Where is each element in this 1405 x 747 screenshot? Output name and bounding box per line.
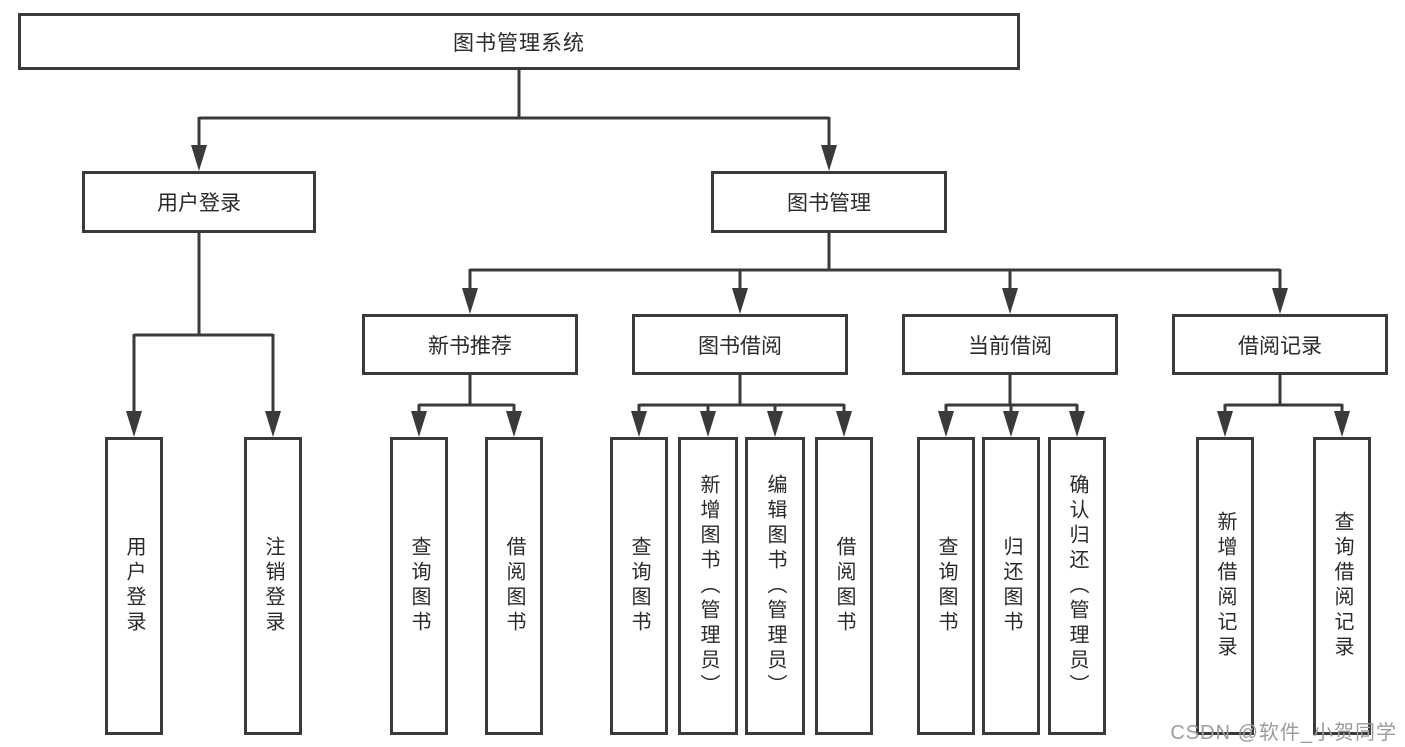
node-logout: 注销登录 xyxy=(244,437,302,735)
node-user-login: 用户登录 xyxy=(82,171,316,233)
watermark: CSDN @软件_小贺同学 xyxy=(1170,722,1397,744)
node-confirm-return-admin-label: 确认归还（管理员） xyxy=(1066,473,1088,699)
node-current-borrow: 当前借阅 xyxy=(902,314,1118,375)
node-confirm-return-admin: 确认归还（管理员） xyxy=(1048,437,1106,735)
node-add-book-admin: 新增图书（管理员） xyxy=(678,437,738,735)
node-user-login-action-label: 用户登录 xyxy=(123,536,145,636)
node-query-books-borrow-label: 查询图书 xyxy=(628,536,650,636)
node-query-borrow-record-label: 查询借阅记录 xyxy=(1331,511,1353,661)
node-query-books-current: 查询图书 xyxy=(917,437,975,735)
node-borrow-books-borrow-label: 借阅图书 xyxy=(833,536,855,636)
node-add-book-admin-label: 新增图书（管理员） xyxy=(697,473,719,699)
node-borrow-books-new-label: 借阅图书 xyxy=(503,536,525,636)
node-book-management: 图书管理 xyxy=(711,171,947,233)
connectors-user-login xyxy=(126,233,281,437)
node-edit-book-admin: 编辑图书（管理员） xyxy=(745,437,805,735)
node-borrow-records-label: 借阅记录 xyxy=(1238,334,1322,358)
node-logout-label: 注销登录 xyxy=(262,536,284,636)
connectors-borrow-records xyxy=(1217,375,1350,437)
node-book-management-label: 图书管理 xyxy=(787,192,871,215)
node-query-books-current-label: 查询图书 xyxy=(935,536,957,636)
node-edit-book-admin-label: 编辑图书（管理员） xyxy=(764,473,786,699)
node-root-label: 图书管理系统 xyxy=(453,31,585,55)
node-borrow-books-borrow: 借阅图书 xyxy=(815,437,873,735)
node-borrow-books-new: 借阅图书 xyxy=(485,437,543,735)
connectors-current-borrow xyxy=(938,375,1085,437)
node-query-books-new-label: 查询图书 xyxy=(408,536,430,636)
node-return-books-label: 归还图书 xyxy=(1000,536,1022,636)
connectors-new-books xyxy=(411,375,522,437)
node-query-borrow-record: 查询借阅记录 xyxy=(1313,437,1371,735)
node-return-books: 归还图书 xyxy=(982,437,1040,735)
node-new-book-recommend-label: 新书推荐 xyxy=(428,334,512,358)
node-add-borrow-record: 新增借阅记录 xyxy=(1196,437,1254,735)
connectors-book-management xyxy=(462,233,1288,314)
node-add-borrow-record-label: 新增借阅记录 xyxy=(1214,511,1236,661)
node-book-borrow-label: 图书借阅 xyxy=(698,334,782,358)
node-query-books-new: 查询图书 xyxy=(390,437,448,735)
node-root: 图书管理系统 xyxy=(18,13,1020,70)
connectors-book-borrow xyxy=(631,375,852,437)
node-user-login-action: 用户登录 xyxy=(105,437,163,735)
node-borrow-records: 借阅记录 xyxy=(1172,314,1388,375)
connectors-root xyxy=(191,70,837,171)
node-query-books-borrow: 查询图书 xyxy=(610,437,668,735)
node-book-borrow: 图书借阅 xyxy=(632,314,848,375)
node-current-borrow-label: 当前借阅 xyxy=(968,334,1052,358)
node-new-book-recommend: 新书推荐 xyxy=(362,314,578,375)
node-user-login-label: 用户登录 xyxy=(157,192,241,215)
